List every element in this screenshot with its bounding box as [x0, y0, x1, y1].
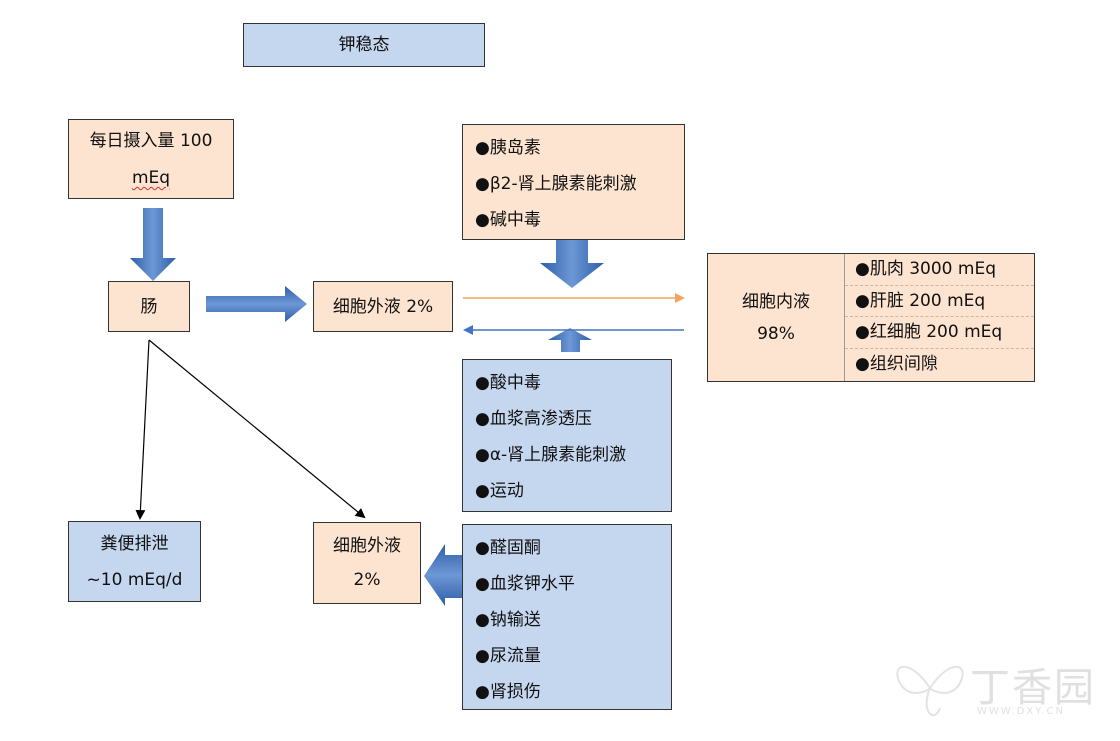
factor-plasma-k: ●血浆钾水平	[475, 574, 575, 594]
factor-acidosis: ●酸中毒	[475, 373, 541, 393]
icf-item-interstitial: ●组织间隙	[855, 353, 938, 374]
factor-alpha: ●α-肾上腺素能刺激	[475, 445, 627, 465]
icf-line2: 98%	[757, 323, 795, 344]
ecf-top-label: 细胞外液 2%	[332, 296, 434, 317]
daily-intake-line1: 每日摄入量 100	[89, 131, 213, 151]
feces-box: 粪便排泄 ~10 mEq/d	[68, 521, 201, 602]
feces-line2: ~10 mEq/d	[86, 569, 183, 590]
page-title: 钾稳态	[338, 35, 390, 55]
factor-beta2: ●β2-肾上腺素能刺激	[475, 174, 637, 194]
out-of-cell-factors-arrow	[548, 328, 592, 352]
factor-hyperosmolality: ●血浆高渗透压	[475, 409, 592, 429]
into-cell-factors-arrow	[540, 239, 604, 288]
icf-items: ●肌肉 3000 mEq ●肝脏 200 mEq ●红细胞 200 mEq ●组…	[844, 254, 1034, 381]
icf-box: 细胞内液 98% ●肌肉 3000 mEq ●肝脏 200 mEq ●红细胞 2…	[707, 253, 1035, 382]
feces-line1: 粪便排泄	[100, 533, 169, 554]
ecf-bottom-line2: 2%	[353, 570, 381, 590]
intestine-label: 肠	[140, 296, 158, 317]
factor-urine-flow: ●尿流量	[475, 646, 541, 666]
intestine-to-ecf-bottom-line	[148, 339, 366, 519]
icf-item-rbc: ●红细胞 200 mEq	[845, 317, 1034, 349]
factor-kidney-injury: ●肾损伤	[475, 682, 541, 702]
watermark-sub: WWW.DXY.CN	[977, 706, 1065, 717]
intake-to-intestine-arrow	[130, 208, 176, 281]
title-box: 钾稳态	[243, 23, 485, 67]
icf-item-liver: ●肝脏 200 mEq	[845, 286, 1034, 317]
watermark-logo-icon	[896, 665, 964, 716]
ecf-bottom-box: 细胞外液 2%	[313, 522, 421, 604]
daily-intake-line2: mEq	[131, 168, 171, 188]
intestine-to-feces-line	[135, 339, 150, 520]
factor-alkalosis: ●碱中毒	[475, 210, 541, 230]
out-of-cell-factors-box: ●酸中毒 ●血浆高渗透压 ●α-肾上腺素能刺激 ●运动	[462, 359, 672, 512]
icf-line1: 细胞内液	[742, 291, 810, 312]
watermark-text: 丁香园	[970, 665, 1096, 711]
intestine-to-ecf-arrow	[206, 286, 307, 322]
ecf-bottom-line1: 细胞外液	[333, 536, 401, 556]
ecf-top-box: 细胞外液 2%	[313, 281, 453, 332]
factor-aldosterone: ●醛固酮	[475, 538, 541, 558]
icf-item-muscle: ●肌肉 3000 mEq	[845, 254, 1034, 286]
renal-to-ecf-arrow	[424, 544, 463, 606]
factor-insulin: ●胰岛素	[475, 138, 541, 158]
factor-na-delivery: ●钠输送	[475, 610, 541, 630]
icf-label: 细胞内液 98%	[708, 254, 844, 381]
intestine-box: 肠	[108, 281, 190, 332]
factor-exercise: ●运动	[475, 481, 524, 501]
renal-factors-box: ●醛固酮 ●血浆钾水平 ●钠输送 ●尿流量 ●肾损伤	[462, 524, 672, 710]
into-cell-factors-box: ●胰岛素 ●β2-肾上腺素能刺激 ●碱中毒	[462, 124, 685, 240]
daily-intake-box: 每日摄入量 100 mEq	[68, 119, 234, 199]
